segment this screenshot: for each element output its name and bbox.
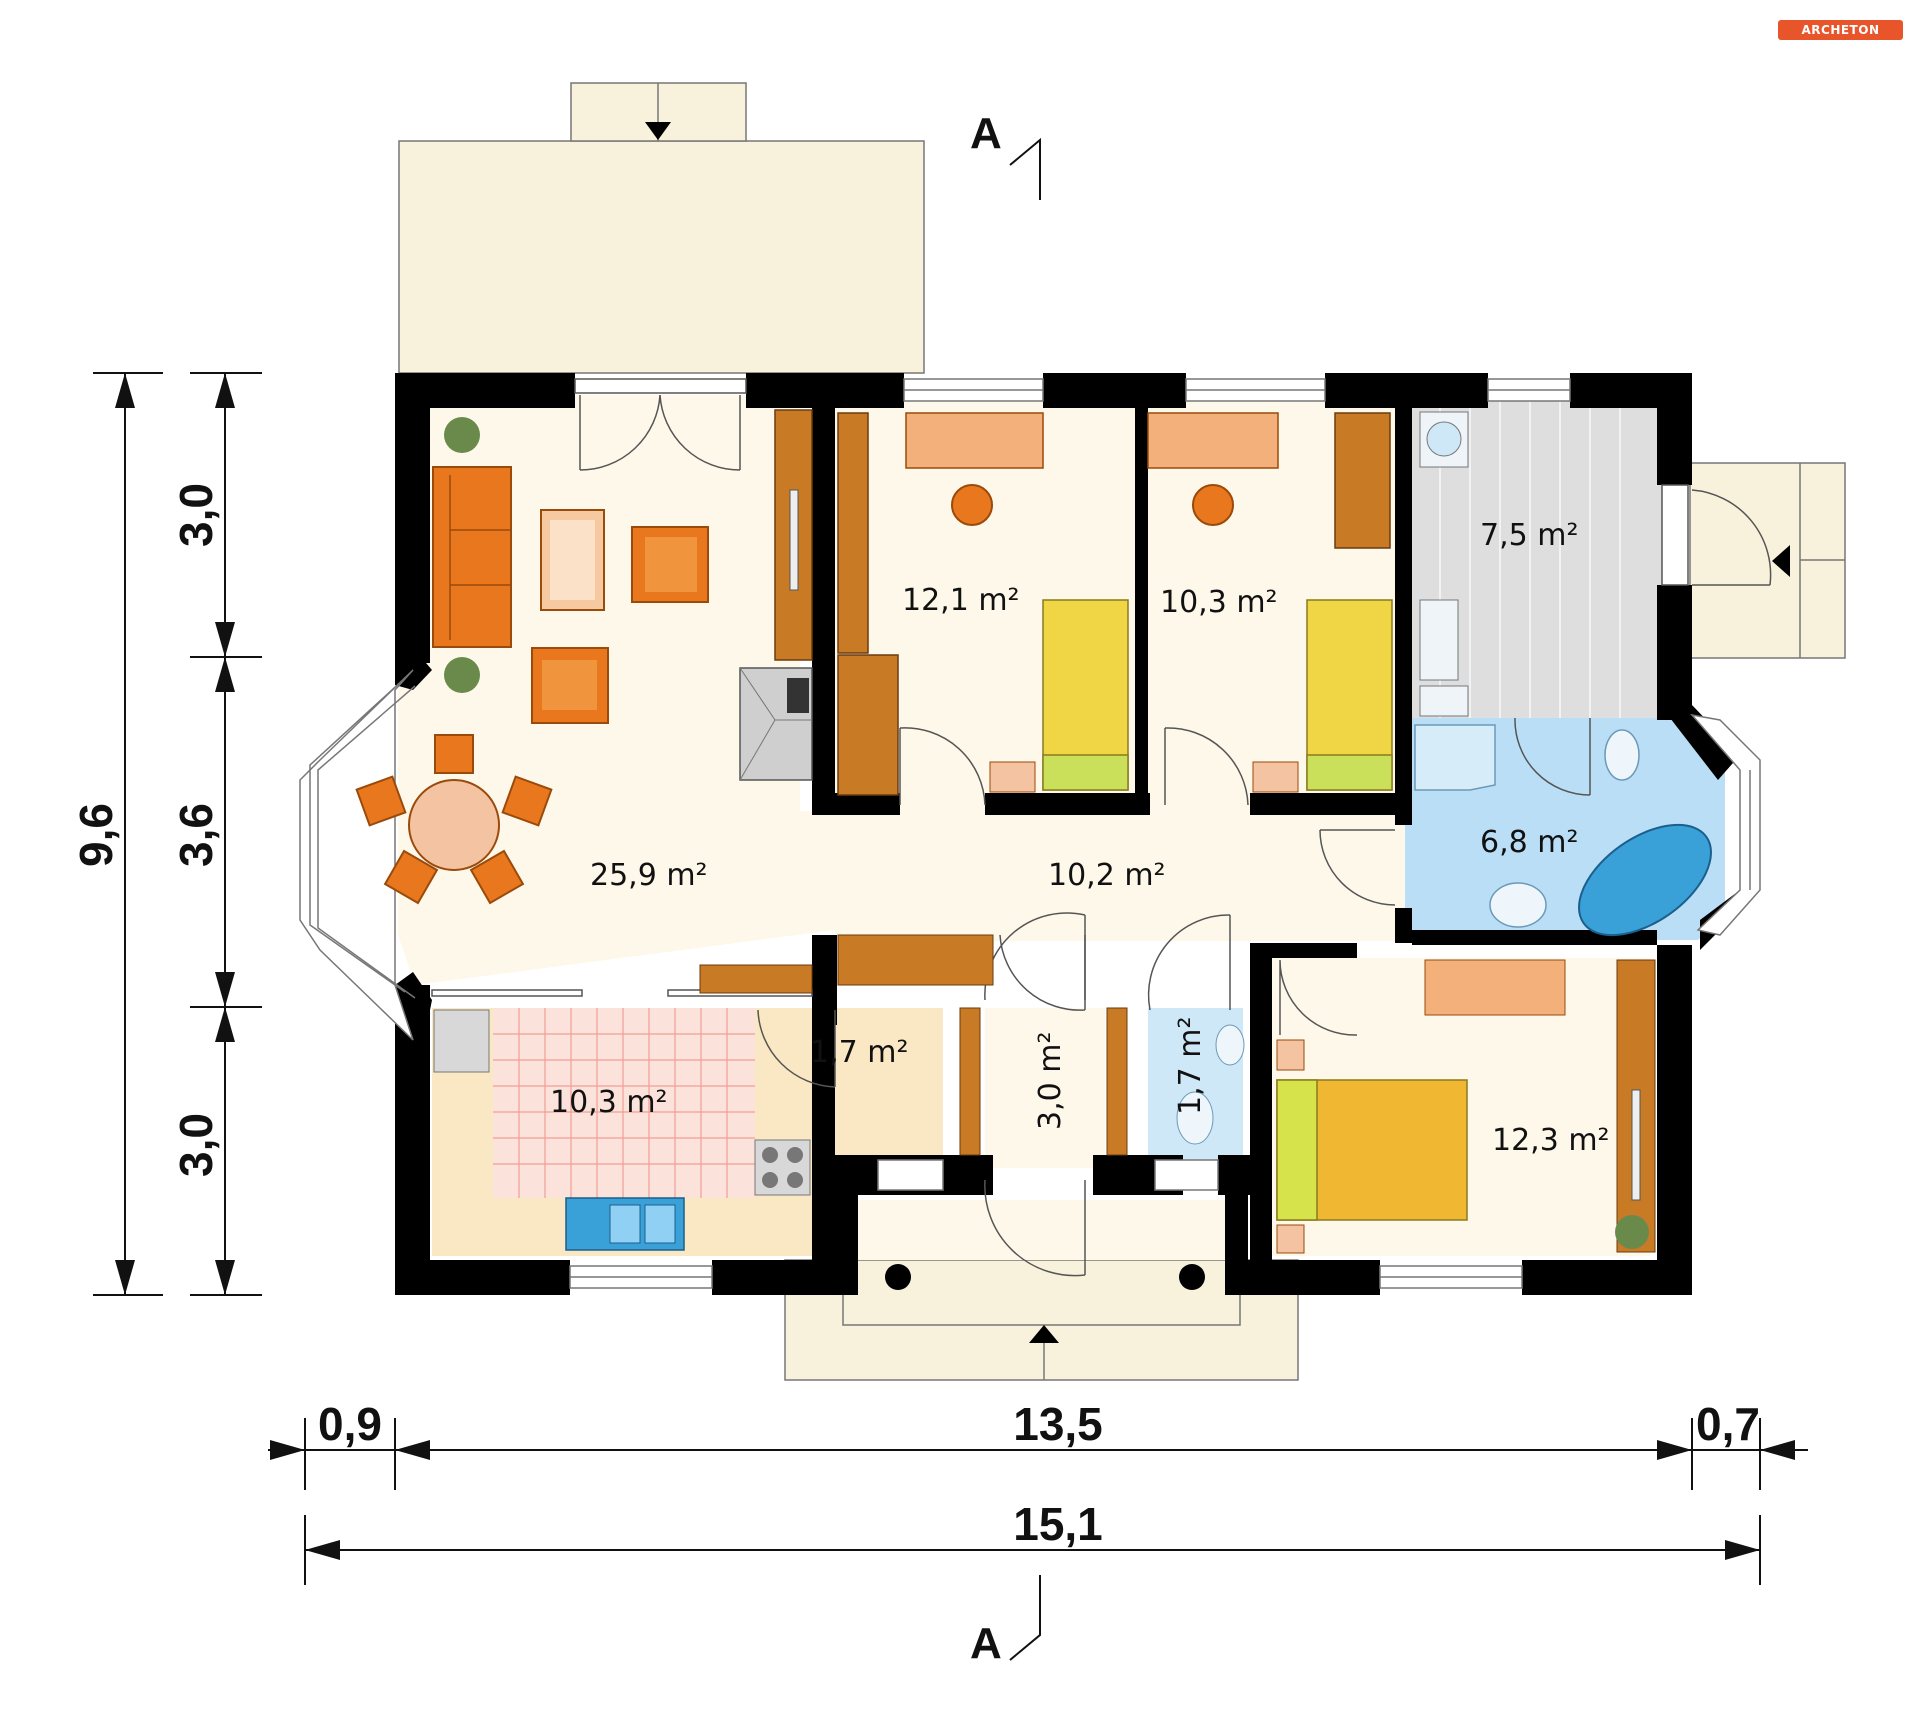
doors [431, 378, 1772, 1277]
area-master-bedroom: 12,3 m² [1492, 1123, 1610, 1158]
utility-sink [1419, 599, 1459, 681]
nightstand-master-1 [1276, 1039, 1305, 1071]
plant-icon [444, 657, 480, 693]
office-chair-1 [951, 484, 993, 526]
dresser-1 [837, 654, 899, 796]
porch-inner-floor [858, 1200, 1228, 1260]
bath-bay-window [1690, 713, 1761, 936]
area-bedroom-1: 12,1 m² [902, 583, 1020, 618]
nightstand-1 [989, 761, 1036, 793]
area-vestibule: 3,0 m² [1033, 1032, 1068, 1131]
rear-terrace [398, 140, 925, 374]
wardrobe-2 [1334, 412, 1391, 549]
fridge [433, 1009, 490, 1073]
dim-width-right: 0,7 [1696, 1398, 1760, 1450]
logo-text: ARCHETON [1801, 23, 1880, 37]
cooktop [754, 1139, 811, 1196]
area-kitchen: 10,3 m² [550, 1085, 668, 1120]
pantry-floor [835, 1008, 943, 1156]
porch-column-right [1179, 1264, 1205, 1290]
washbasin [1489, 882, 1547, 928]
nightstand-2 [1252, 761, 1299, 793]
dim-width-main: 13,5 [1013, 1398, 1103, 1450]
toilet-bath [1604, 729, 1640, 781]
rear-entry-arrow [645, 122, 671, 140]
walls [395, 373, 1740, 1295]
area-living: 25,9 m² [590, 858, 708, 893]
counter-top [699, 964, 813, 994]
side-entry-arrow [1772, 545, 1790, 577]
kitchen-tiles [493, 1008, 755, 1198]
bathtub [1578, 823, 1712, 937]
dim-depth-2: 3,6 [170, 803, 222, 867]
vestibule-closet-left [959, 1007, 981, 1156]
front-porch [784, 1259, 1299, 1381]
area-pantry: 1,7 m² [810, 1035, 909, 1070]
archeton-logo: ARCHETON [1778, 20, 1903, 40]
dim-depth-3: 3,0 [170, 1113, 222, 1177]
vestibule-floor [985, 1008, 1105, 1168]
dim-width-left: 0,9 [318, 1398, 382, 1450]
hall-cabinet [837, 934, 994, 986]
nightstand-master-2 [1276, 1224, 1305, 1254]
dresser-master [1424, 959, 1566, 1016]
porch-column-left [885, 1264, 911, 1290]
utility-stove [1419, 685, 1469, 717]
vestibule-closet-right [1106, 1007, 1128, 1156]
dining-table [408, 779, 500, 871]
wc-toilet [1176, 1091, 1214, 1145]
dining-chairs [355, 734, 553, 905]
desk-1 [905, 412, 1044, 469]
area-utility: 7,5 m² [1480, 518, 1579, 553]
desk-2 [1147, 412, 1279, 469]
hall-floor [835, 811, 1405, 941]
shower [1414, 724, 1496, 791]
sofa [432, 466, 512, 648]
section-marker-bottom: A [970, 1619, 1002, 1668]
area-bathroom: 6,8 m² [1480, 825, 1579, 860]
plant-icon [1615, 1215, 1649, 1249]
office-chair-2 [1192, 484, 1234, 526]
dim-depth-1: 3,0 [170, 483, 222, 547]
dim-total-depth: 9,6 [70, 803, 122, 867]
wc-basin [1215, 1024, 1245, 1066]
area-bedroom-2: 10,3 m² [1160, 585, 1278, 620]
area-wc: 1,7 m² [1173, 1017, 1208, 1116]
area-hall: 10,2 m² [1048, 858, 1166, 893]
plant-icon [444, 417, 480, 453]
section-marker-top: A [970, 109, 1002, 158]
front-entry-arrow [1029, 1325, 1059, 1343]
dim-total-width: 15,1 [1013, 1498, 1103, 1550]
wardrobe-1 [837, 412, 869, 654]
